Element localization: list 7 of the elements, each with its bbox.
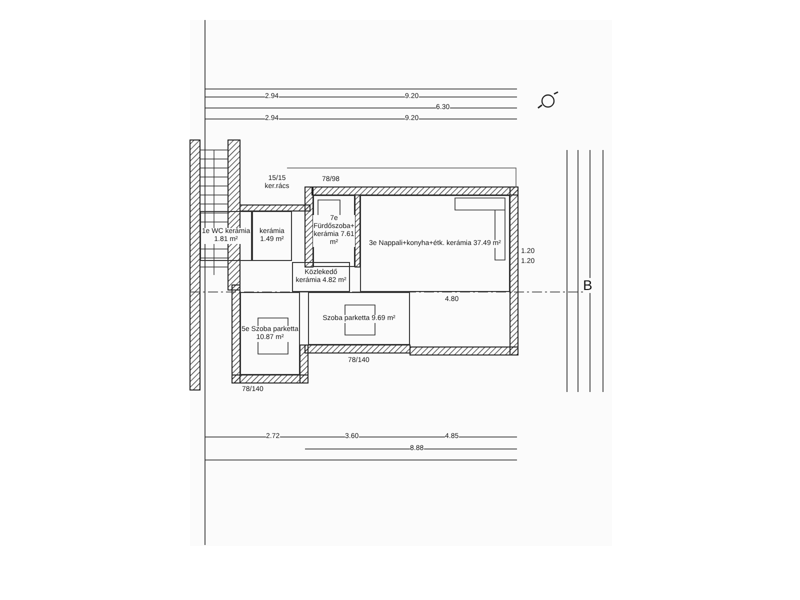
- room: [252, 211, 292, 261]
- section-marker: B: [583, 278, 592, 293]
- room: [200, 211, 252, 261]
- room: [240, 292, 300, 375]
- room: [308, 292, 410, 345]
- room: [292, 262, 350, 292]
- room: [360, 195, 510, 292]
